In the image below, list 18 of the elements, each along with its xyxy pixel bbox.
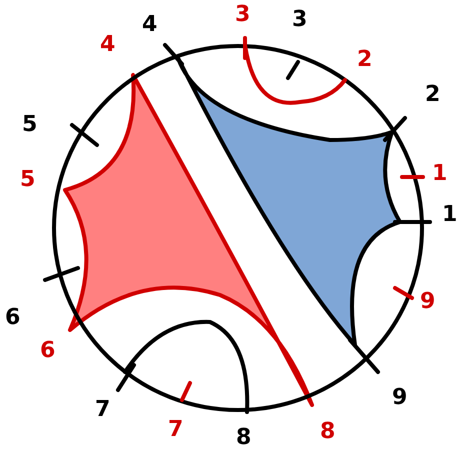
point-label: 1 xyxy=(432,162,448,186)
point-label: 5 xyxy=(22,113,38,137)
point-label: 4 xyxy=(100,33,116,57)
point-label: 6 xyxy=(5,306,20,330)
point-label: 7 xyxy=(95,398,110,422)
point-label: 4 xyxy=(142,13,158,37)
point-label: 1 xyxy=(442,203,458,227)
point-label: 8 xyxy=(320,420,336,444)
point-label: 6 xyxy=(40,339,56,363)
point-label: 2 xyxy=(425,83,440,107)
point-label: 9 xyxy=(392,386,408,410)
point-label: 3 xyxy=(292,8,308,32)
point-label: 2 xyxy=(357,48,372,72)
point-label: 9 xyxy=(420,290,436,314)
point-label: 7 xyxy=(168,418,184,442)
point-label: 8 xyxy=(236,426,252,450)
point-label: 5 xyxy=(20,168,36,192)
point-label: 3 xyxy=(235,3,250,27)
